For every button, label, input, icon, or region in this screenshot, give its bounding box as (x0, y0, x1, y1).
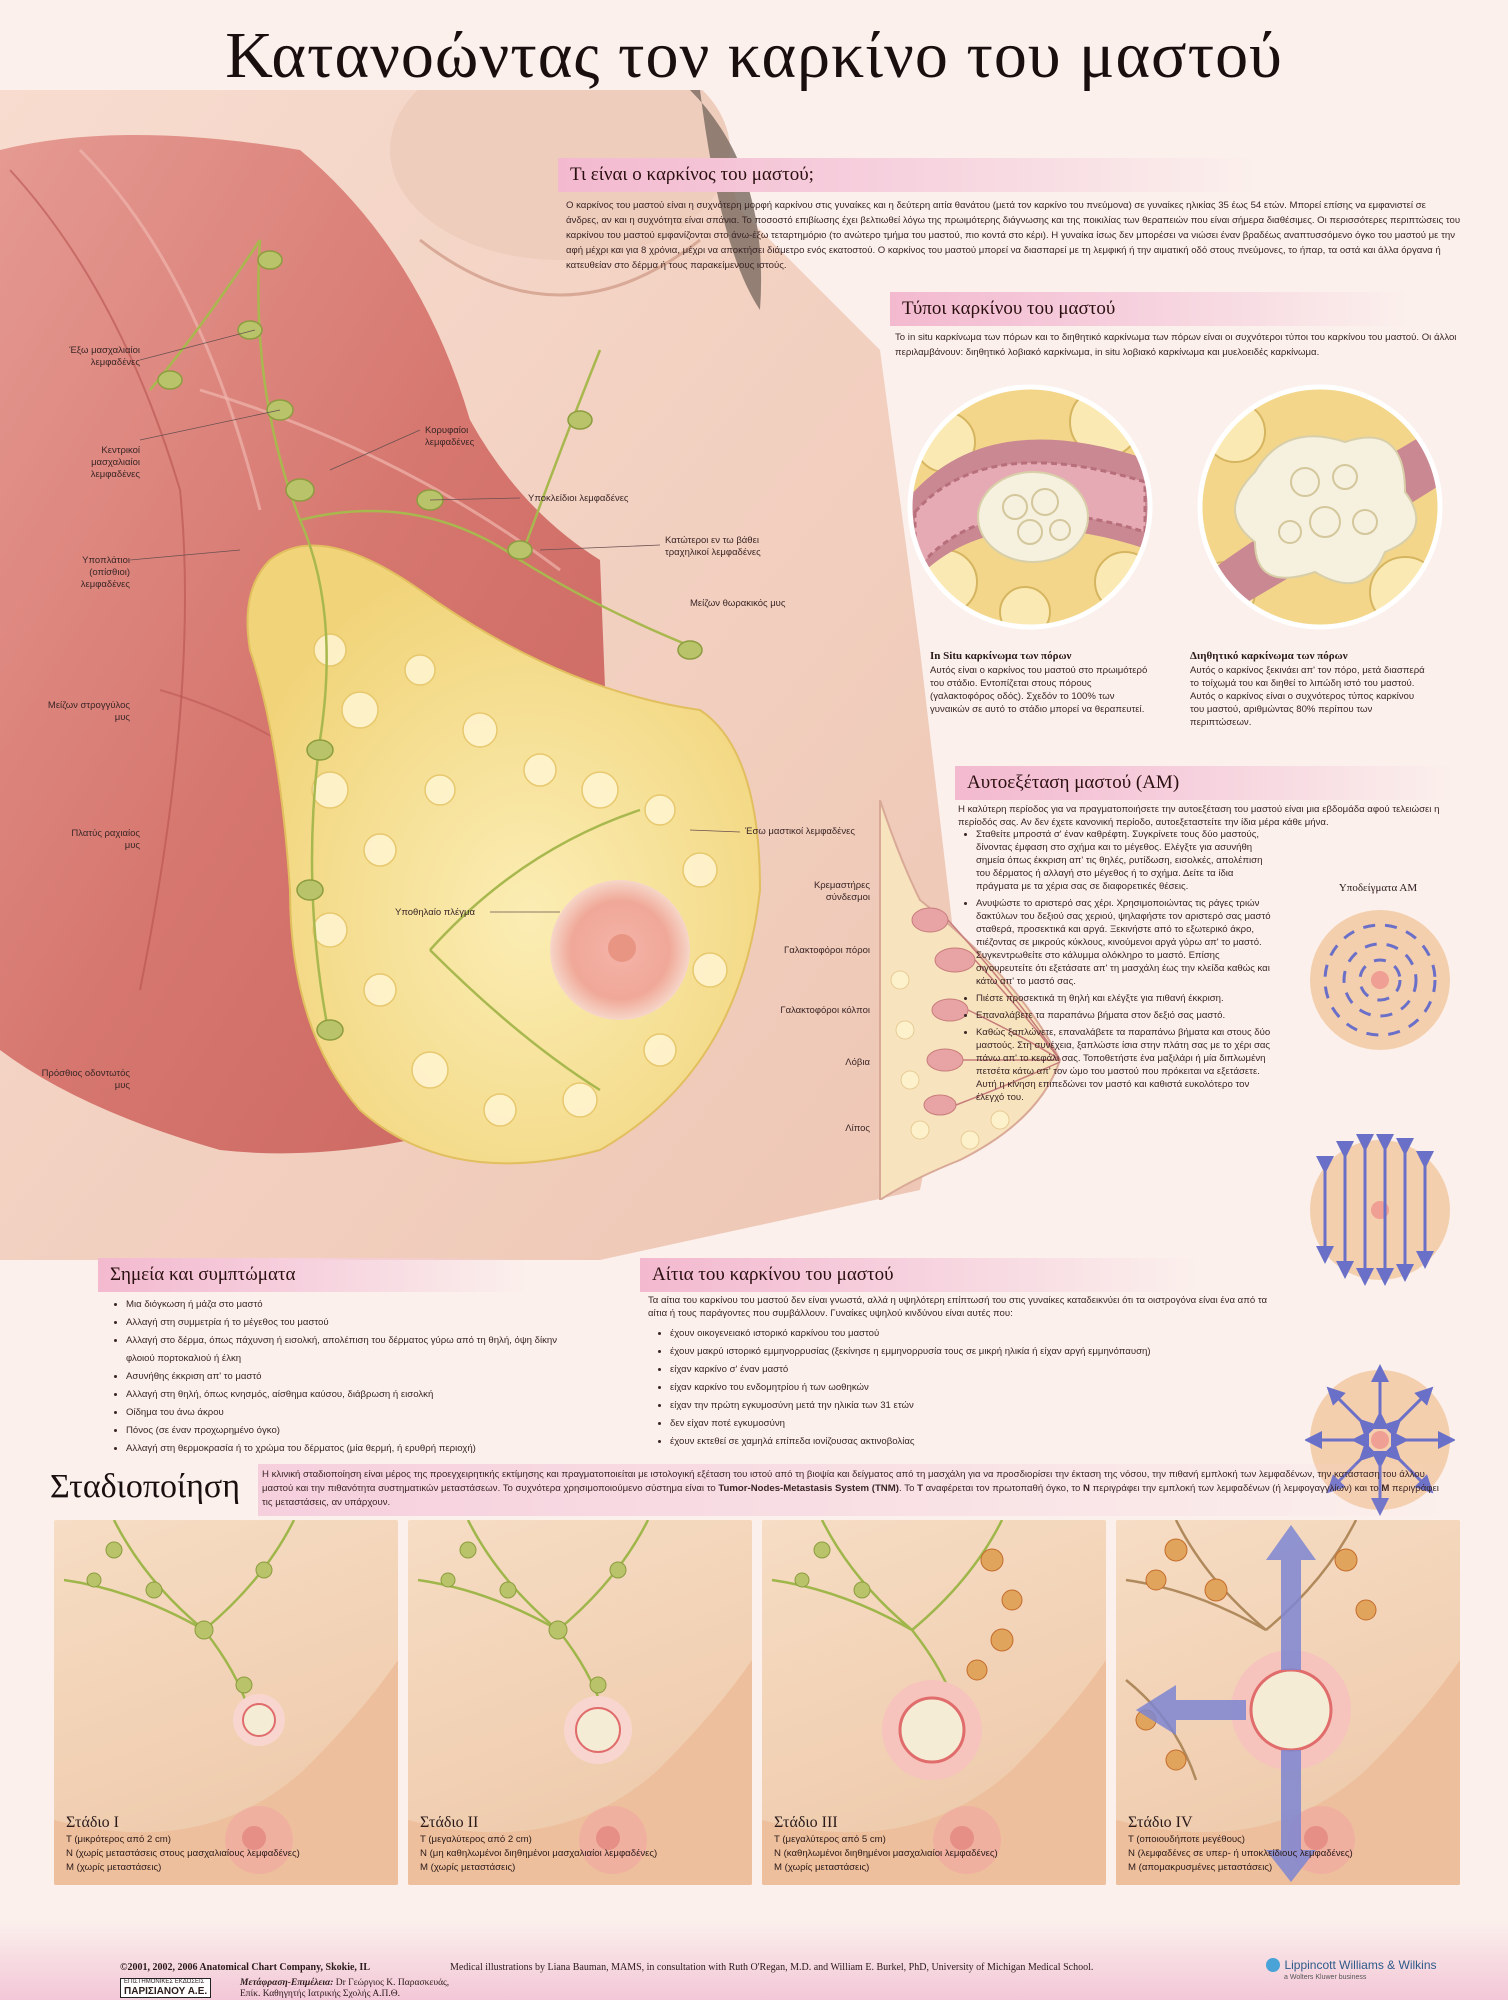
credits: Medical illustrations by Liana Bauman, M… (450, 1962, 1094, 1973)
invasive-carcinoma-illustration (1197, 384, 1443, 630)
staging-heading: Σταδιοποίηση (50, 1468, 241, 1505)
cause-item: έχουν μακρύ ιστορικό εμμηνορρυσίας (ξεκί… (670, 1343, 1310, 1361)
label-latissimus-dorsi: Πλατύς ραχιαίος μυς (71, 828, 140, 851)
types-text: Το in situ καρκίνωμα των πόρων και το δι… (895, 332, 1457, 358)
stage-3-caption: Στάδιο III T (μεγαλύτερος από 5 cm) N (κ… (774, 1814, 998, 1873)
stage-4-name: Στάδιο IV (1128, 1814, 1193, 1831)
invasive-title: Διηθητικό καρκίνωμα των πόρων (1190, 650, 1348, 662)
stage-3-illustration (762, 1520, 1106, 1885)
bse-steps-list: Σταθείτε μπροστά σ' έναν καθρέφτη. Συγκρ… (958, 828, 1276, 1104)
sign-item: Αλλαγή στη θηλή, όπως κνησμός, αίσθημα κ… (126, 1386, 566, 1404)
vertical-strip-pattern-icon (1310, 1134, 1450, 1286)
stage-1-caption: Στάδιο I T (μικρότερος από 2 cm) N (χωρί… (66, 1814, 300, 1873)
sign-item: Μια διόγκωση ή μάζα στο μαστό (126, 1296, 566, 1314)
poster-title: Κατανοώντας τον καρκίνο του μαστού (225, 19, 1283, 92)
stage-3-name: Στάδιο III (774, 1814, 838, 1831)
stage-4-illustration (1116, 1520, 1460, 1885)
label-lactiferous-sinuses: Γαλακτοφόροι κόλποι (780, 1005, 870, 1016)
signs-list: Μια διόγκωση ή μάζα στο μαστό Αλλαγή στη… (108, 1296, 566, 1458)
cause-item: έχουν οικογενειακό ιστορικό καρκίνου του… (670, 1325, 1310, 1343)
causes-list: έχουν οικογενειακό ιστορικό καρκίνου του… (652, 1325, 1310, 1451)
signs-heading: Σημεία και συμπτώματα (98, 1258, 528, 1292)
stage-2-illustration (408, 1520, 752, 1885)
stage-panel-1: Στάδιο I T (μικρότερος από 2 cm) N (χωρί… (54, 1520, 398, 1885)
brand-mark-icon (1266, 1957, 1280, 1972)
bse-step: Σταθείτε μπροστά σ' έναν καθρέφτη. Συγκρ… (976, 828, 1276, 893)
breast-side-section (879, 800, 1062, 1200)
label-lobules: Λόβια (845, 1057, 870, 1068)
sign-item: Ασυνήθης έκκριση απ' το μαστό (126, 1368, 566, 1386)
bse-step: Ανυψώστε το αριστερό σας χέρι. Χρησιμοπο… (976, 897, 1276, 988)
label-fat: Λίπος (845, 1123, 870, 1134)
what-is-heading: Τι είναι ο καρκίνος του μαστού; (558, 158, 1258, 192)
bse-step: Πιέστε προσεκτικά τη θηλή και ελέγξτε γι… (976, 992, 1276, 1005)
label-subclavian-nodes: Υποκλείδιοι λεμφαδένες (528, 493, 629, 504)
sign-item: Πόνος (σε έναν προχωρημένο όγκο) (126, 1422, 566, 1440)
bse-step: Καθώς ξαπλώνετε, επαναλάβετε τα παραπάνω… (976, 1026, 1276, 1104)
sign-item: Αλλαγή στο δέρμα, όπως πάχυνση ή εισολκή… (126, 1332, 566, 1368)
cause-item: είχαν καρκίνο του ενδομητρίου ή των ωοθη… (670, 1379, 1310, 1397)
stage-panel-2: Στάδιο II T (μεγαλύτερος από 2 cm) N (μη… (408, 1520, 752, 1885)
label-serratus-anterior: Πρόσθιος οδοντωτός μυς (41, 1068, 130, 1091)
stage-1-illustration (54, 1520, 398, 1885)
in-situ-carcinoma-illustration (907, 384, 1153, 630)
label-apical-nodes: Κορυφαίοι λεμφαδένες (425, 425, 475, 448)
cause-item: έχουν εκτεθεί σε χαμηλά επίπεδα ιονίζουσ… (670, 1433, 1310, 1451)
translation-credit: Μετάφραση-Επιμέλεια: Dr Γεώργιος Κ. Παρα… (240, 1978, 450, 1999)
copyright: ©2001, 2002, 2006 Anatomical Chart Compa… (120, 1962, 370, 1973)
stage-panel-3: Στάδιο III T (μεγαλύτερος από 5 cm) N (κ… (762, 1520, 1106, 1885)
cause-item: είχαν καρκίνο σ' έναν μαστό (670, 1361, 1310, 1379)
invasive-text: Αυτός ο καρκίνος ξεκινάει απ' τον πόρο, … (1190, 665, 1425, 728)
stage-1-name: Στάδιο I (66, 1814, 120, 1831)
label-deep-cervical-nodes: Κατώτεροι εν τω βάθει τραχηλικοί λεμφαδέ… (665, 535, 761, 558)
bse-heading: Αυτοεξέταση μαστού (ΑΜ) (955, 766, 1455, 800)
stage-4-caption: Στάδιο IV T (οποιουδήποτε μεγέθους) N (λ… (1128, 1814, 1353, 1873)
label-teres-major: Μείζων στρογγύλος μυς (47, 700, 130, 723)
cause-item: δεν είχαν ποτέ εγκυμοσύνη (670, 1415, 1310, 1433)
label-internal-mammary-nodes: Έσω μαστικοί λεμφαδένες (745, 826, 855, 837)
breast-anatomy-illustration (0, 90, 960, 1260)
stage-panel-4: Στάδιο IV T (οποιουδήποτε μεγέθους) N (λ… (1116, 1520, 1460, 1885)
circular-pattern-icon (1310, 910, 1450, 1050)
label-lateral-axillary-nodes: Έξω μασχαλιαίοι λεμφαδένες (69, 345, 140, 368)
label-milk-ducts: Γαλακτοφόροι πόροι (784, 945, 870, 956)
in-situ-text: Αυτός είναι ο καρκίνος του μαστού στο πρ… (930, 665, 1148, 715)
staging-text: Η κλινική σταδιοποίηση είναι μέρος της π… (262, 1469, 1439, 1508)
footer (0, 1920, 1508, 2000)
what-is-text: Ο καρκίνος του μαστού είναι η συχνότερη … (566, 200, 1461, 271)
label-subscapular-nodes: Υποπλάτιοι (οπίσθιοι) λεμφαδένες (80, 555, 130, 590)
cause-item: είχαν την πρώτη εγκυμοσύνη μετά την ηλικ… (670, 1397, 1310, 1415)
types-heading: Τύποι καρκίνου του μαστού (890, 292, 1410, 326)
sign-item: Αλλαγή στη θερμοκρασία ή το χρώμα του δέ… (126, 1440, 566, 1458)
sign-item: Οίδημα του άνω άκρου (126, 1404, 566, 1422)
stage-2-name: Στάδιο II (420, 1814, 479, 1831)
label-subareolar-plexus: Υποθηλαίο πλέγμα (395, 907, 475, 918)
publisher-logo: ΕΠΙΣΤΗΜΟΝΙΚΕΣ ΕΚΔΟΣΕΙΣ ΠΑΡΙΣΙΑΝΟΥ Α.Ε. (120, 1978, 212, 1998)
in-situ-title: In Situ καρκίνωμα των πόρων (930, 650, 1072, 662)
bse-step: Επαναλάβετε τα παραπάνω βήματα στον δεξι… (976, 1009, 1276, 1022)
brand-logo: Lippincott Williams & Wilkins a Wolters … (1266, 1956, 1496, 1981)
bse-pattern-title: Υποδείγματα ΑΜ (1338, 882, 1418, 894)
label-pectoralis-major: Μείζων θωρακικός μυς (690, 598, 786, 609)
stage-2-caption: Στάδιο II T (μεγαλύτερος από 2 cm) N (μη… (420, 1814, 658, 1873)
label-suspensory-ligaments: Κρεμαστήρες σύνδεσμοι (813, 880, 870, 903)
causes-intro: Τα αίτια του καρκίνου του μαστού δεν είν… (648, 1295, 1268, 1319)
sign-item: Αλλαγή στη συμμετρία ή το μέγεθος του μα… (126, 1314, 566, 1332)
bse-intro: Η καλύτερη περίοδος για να πραγματοποιήσ… (958, 804, 1440, 828)
causes-heading: Αίτια του καρκίνου του μαστού (640, 1258, 1200, 1292)
label-central-axillary-nodes: Κεντρικοί μασχαλιαίοι λεμφαδένες (90, 445, 140, 480)
